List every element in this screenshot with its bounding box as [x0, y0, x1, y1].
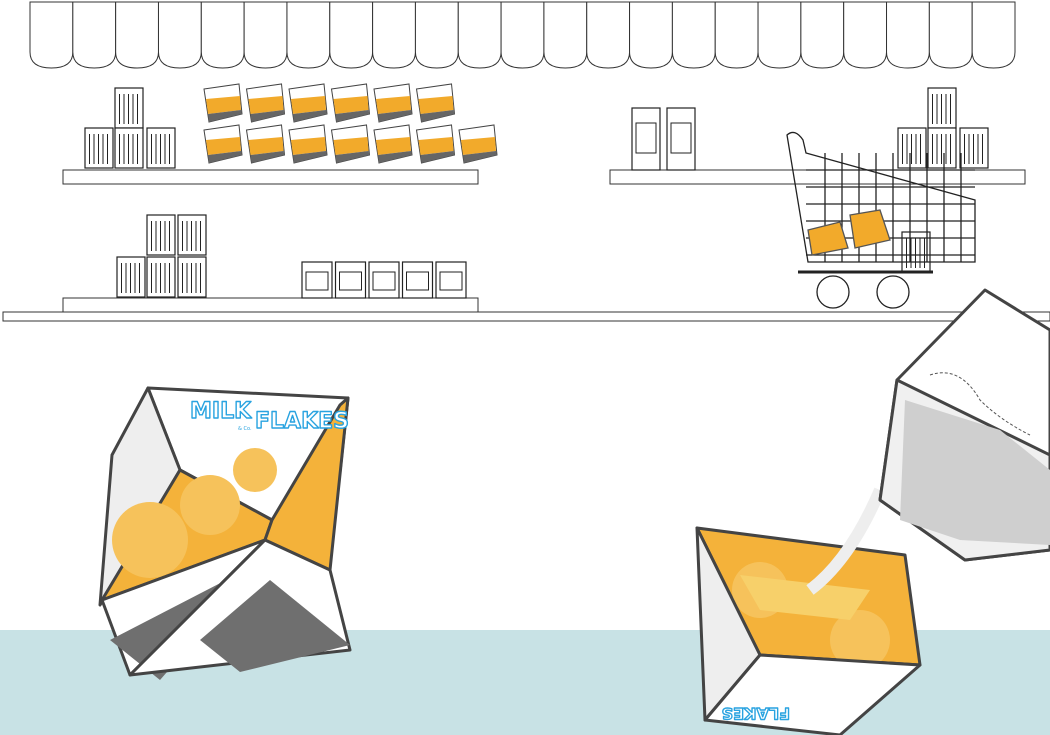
crates: [84, 87, 989, 298]
crate: [901, 231, 931, 273]
crate: [116, 256, 146, 298]
awning-scallop: [928, 1, 973, 69]
crate: [959, 127, 989, 169]
awning-scallop: [200, 1, 245, 69]
crate: [927, 87, 957, 129]
jar: [334, 261, 367, 299]
awning-scallop: [714, 1, 759, 69]
crate: [177, 214, 207, 256]
awning-scallop: [286, 1, 331, 69]
awning-scallop: [971, 1, 1016, 69]
shelf-bottom-left-base: [62, 297, 479, 313]
mini-cereal-boxes: [203, 83, 498, 164]
awning-scallop: [414, 1, 459, 69]
awning-scallop: [586, 1, 631, 69]
awning-scallop: [843, 1, 888, 69]
awning-scallop: [72, 1, 117, 69]
mini-cereal-box: [245, 83, 286, 123]
awning-scallop: [671, 1, 716, 69]
shopping-cart: [786, 131, 976, 309]
awning-scallop: [500, 1, 545, 69]
shelf-top-right: [609, 169, 1026, 185]
crate: [146, 127, 176, 169]
awning-scallop: [457, 1, 502, 69]
brand-word-flakes: FLAKES: [255, 409, 349, 434]
awning-scallop: [800, 1, 845, 69]
brand-co: & Co.: [238, 426, 252, 432]
shelf-long: [2, 311, 1050, 322]
crate: [114, 87, 144, 129]
mini-cereal-box: [373, 124, 413, 164]
jar: [435, 261, 467, 299]
jars: [301, 261, 467, 299]
jar: [368, 261, 400, 299]
crate: [114, 127, 144, 169]
mini-cereal-box: [245, 124, 286, 164]
milk-flakes-box-open: FLAKES: [695, 487, 922, 735]
awning-scallop: [886, 1, 930, 69]
box-label-upside-down: FLAKES: [722, 704, 790, 723]
mini-cereal-box: [458, 124, 498, 164]
crate: [897, 127, 927, 169]
mini-cereal-box: [330, 124, 371, 164]
jar: [301, 261, 333, 299]
crate: [177, 256, 207, 298]
crate: [146, 256, 176, 298]
mini-cereal-box: [288, 124, 328, 164]
mini-cereal-box: [288, 83, 328, 123]
mini-cereal-box: [415, 83, 456, 123]
shelf-top-left: [62, 169, 479, 185]
awning-scallop: [329, 1, 374, 69]
awning-scallop: [115, 1, 159, 69]
awning-scallop: [29, 1, 74, 69]
crate: [666, 107, 696, 171]
crate: [146, 214, 176, 256]
shelves: [2, 169, 1050, 322]
awning-scallop: [157, 1, 202, 69]
mini-cereal-box: [373, 83, 413, 123]
awning-scallop: [243, 1, 288, 69]
mini-cereal-box: [203, 124, 243, 164]
milk-flakes-box-left: MILK FLAKES & Co.: [98, 386, 352, 680]
jar: [401, 261, 434, 299]
awning-scallop: [757, 1, 802, 69]
mini-cereal-box: [203, 83, 243, 123]
awning-scallop: [629, 1, 673, 69]
awning: [29, 1, 1016, 69]
crate: [927, 127, 957, 169]
brand-word-milk: MILK: [190, 399, 252, 424]
crate: [631, 107, 661, 171]
crate: [84, 127, 114, 169]
mini-cereal-box: [415, 124, 456, 164]
awning-scallop: [372, 1, 416, 69]
awning-scallop: [543, 1, 588, 69]
mini-cereal-box: [330, 83, 371, 123]
milk-flakes-box-pouring: [878, 288, 1050, 562]
